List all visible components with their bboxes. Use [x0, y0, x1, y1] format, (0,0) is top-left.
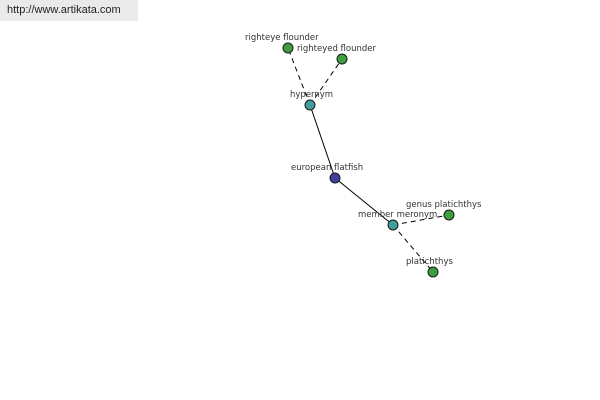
label-genus-platichthys[interactable]: genus platichthys: [406, 200, 482, 210]
edge-righteye-flounder: [287, 47, 311, 106]
edge-righteyed-flounder: [309, 58, 343, 106]
node-member-meronym[interactable]: [387, 219, 399, 231]
node-righteye-flounder[interactable]: [282, 42, 294, 54]
node-european-flatfish[interactable]: [329, 172, 341, 184]
label-platichthys[interactable]: platichthys: [406, 257, 453, 267]
site-url-link[interactable]: http://www.artikata.com: [0, 0, 138, 21]
node-righteyed-flounder[interactable]: [336, 53, 348, 65]
label-european-flatfish[interactable]: european flatfish: [291, 163, 363, 173]
edge-hypernym: [309, 104, 336, 179]
node-hypernym[interactable]: [304, 99, 316, 111]
node-platichthys[interactable]: [427, 266, 439, 278]
node-genus-platichthys[interactable]: [443, 209, 455, 221]
edge-member-meronym: [334, 177, 394, 226]
edge-platichthys: [392, 224, 434, 273]
label-member-meronym[interactable]: member meronym: [358, 210, 437, 220]
edge-genus-platichthys: [392, 214, 450, 226]
label-righteyed-flounder[interactable]: righteyed flounder: [297, 44, 377, 54]
label-righteye-flounder[interactable]: righteye flounder: [245, 33, 319, 43]
label-hypernym[interactable]: hypernym: [290, 90, 333, 100]
